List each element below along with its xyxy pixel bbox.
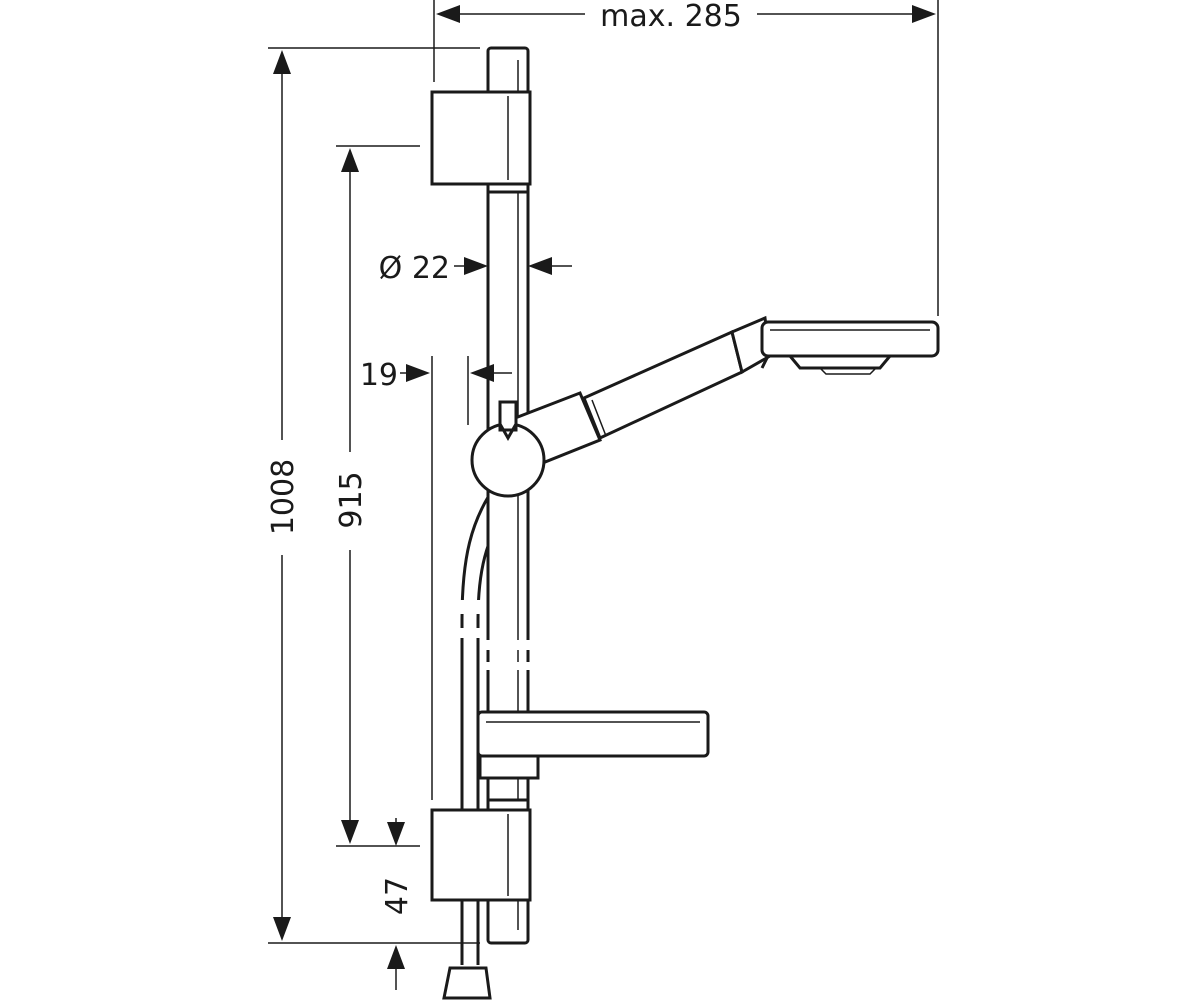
bottom-wall-bracket [430, 798, 532, 902]
wall-offset-label: 19 [360, 358, 398, 393]
rail-diameter-label: Ø 22 [379, 251, 450, 286]
top-wall-bracket [430, 90, 532, 194]
dimension-wall-offset: 19 [360, 356, 512, 800]
soap-dish [476, 710, 710, 780]
hose-connector [442, 966, 492, 1000]
dimension-total-height: 1008 [266, 47, 480, 944]
shower-holder-slider [470, 400, 546, 498]
dimension-rail-diameter: Ø 22 [379, 251, 572, 286]
hand-shower [508, 315, 940, 470]
dimension-rail-length: 915 [334, 145, 420, 847]
dimension-max-width: max. 285 [433, 0, 939, 316]
max-width-label: max. 285 [600, 0, 742, 34]
rail-length-label: 915 [334, 471, 369, 528]
dimension-bottom-height: 47 [380, 818, 415, 990]
bottom-height-label: 47 [380, 877, 415, 915]
total-height-label: 1008 [266, 459, 301, 535]
